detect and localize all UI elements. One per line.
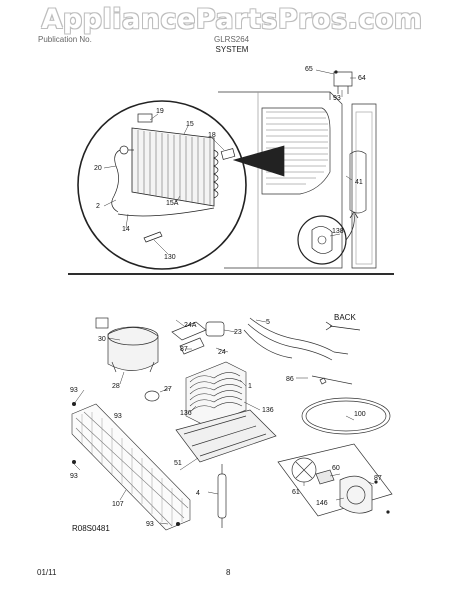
callout-93-left-b: 93 [114,413,122,420]
cabinet-rear-drawing [218,71,377,269]
callout-146: 146 [316,500,328,507]
callout-51: 51 [174,460,182,467]
callout-27: 27 [164,386,172,393]
callout-leaders [73,69,375,525]
callout-87-fan: 87 [374,475,382,482]
callout-30: 30 [98,336,106,343]
callout-14: 14 [122,226,130,233]
callout-24: 24 [218,349,226,356]
back-label: BACK [334,313,356,322]
drawing-code: R08S0481 [72,524,110,533]
machine-compartment-drawing [71,317,393,531]
callout-23: 23 [234,329,242,336]
footer-page-number: 8 [226,568,231,577]
callout-18: 18 [208,132,216,139]
callout-60: 60 [332,465,340,472]
callout-87-mid: 87 [180,346,188,353]
footer-date: 01/11 [37,568,57,577]
model-header: GLRS264 [214,35,250,44]
callout-4: 4 [196,490,200,497]
callout-93-left-c: 93 [70,473,78,480]
callout-2: 2 [96,203,100,210]
part-callouts: 65 64 93 41 19 15 18 20 2 15A 14 130 138… [70,66,382,533]
callout-93-top: 93 [333,95,341,102]
callout-93-left-a: 93 [70,387,78,394]
callout-100: 100 [354,411,366,418]
callout-136-b: 136 [262,407,274,414]
back-arrow-icon [325,321,361,331]
callout-138: 138 [332,228,344,235]
callout-28: 28 [112,383,120,390]
section-title: SYSTEM [215,45,249,54]
callout-64: 64 [358,75,366,82]
callout-136-a: 136 [180,410,192,417]
publication-header: Publication No. [38,35,92,44]
callout-20: 20 [94,165,102,172]
callout-15a: 15A [166,200,179,207]
callout-41: 41 [355,179,363,186]
bracket-detail-circle [297,211,359,265]
screw-icons [72,70,390,526]
callout-24a: 24A [184,322,197,329]
callout-86: 86 [286,376,294,383]
evaporator-detail-circle [77,100,247,270]
callout-5: 5 [266,319,270,326]
callout-107: 107 [112,501,124,508]
callout-130: 130 [164,254,176,261]
callout-19: 19 [156,108,164,115]
callout-15: 15 [186,121,194,128]
callout-1: 1 [248,383,252,390]
callout-61: 61 [292,489,300,496]
callout-65: 65 [305,66,313,73]
callout-93-bottom: 93 [146,521,154,528]
